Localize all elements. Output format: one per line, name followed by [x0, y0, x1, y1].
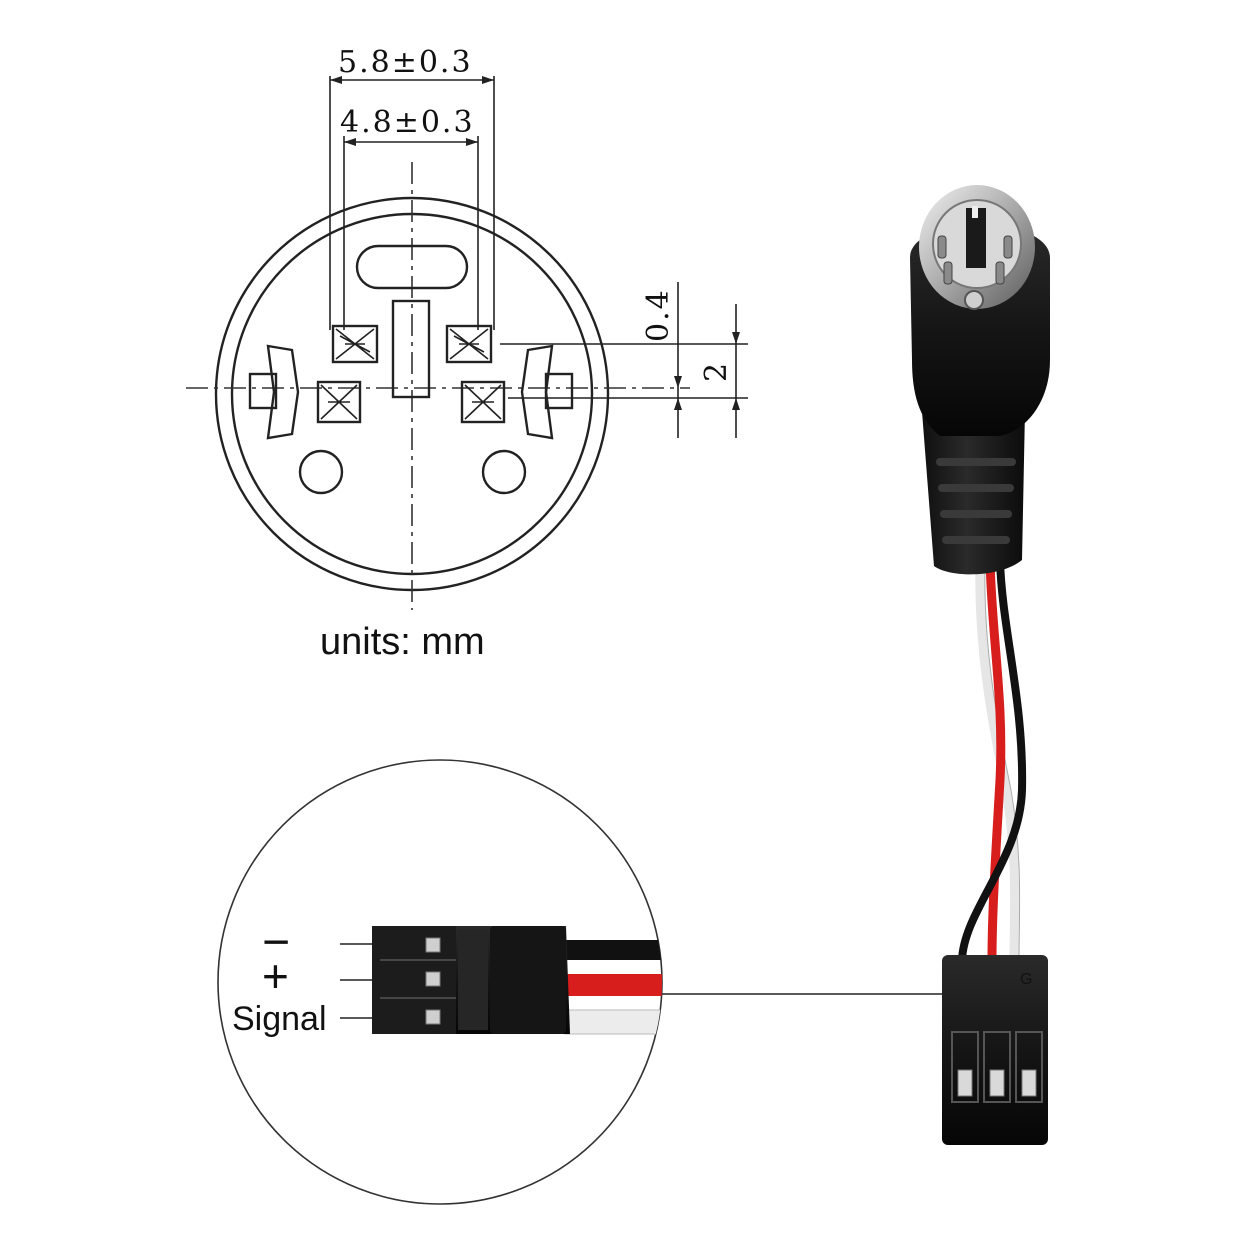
dim-pitch-label: 2	[699, 361, 734, 382]
pin-signal-label: Signal	[232, 1000, 327, 1038]
boot-ribs	[936, 458, 1016, 544]
center-key	[391, 299, 431, 399]
plug-key	[966, 208, 986, 268]
dupont-housing: G	[942, 955, 1048, 1145]
wire-white	[975, 559, 1020, 961]
pinout-drawing: 5.8±0.3 4.8±0.3 0.4 2 units: mm	[186, 45, 748, 663]
dim-outer-label: 5.8±0.3	[338, 45, 473, 80]
mount-hole-right	[481, 449, 527, 495]
zoom-wire-red	[560, 974, 662, 996]
key-slot	[355, 244, 469, 290]
svg-text:G: G	[1020, 971, 1032, 988]
wire-red	[985, 559, 1006, 961]
cable-assembly: G	[662, 185, 1050, 1145]
wire-black	[958, 559, 1027, 961]
dupont-contacts	[957, 1069, 1037, 1097]
pin-top-right	[445, 324, 493, 364]
dupont-cells	[951, 1031, 1043, 1103]
dim-offset-label: 0.4	[641, 288, 676, 342]
zoom-contacts	[425, 937, 441, 1025]
pin-bottom-left	[316, 380, 362, 424]
units-label: units: mm	[320, 621, 485, 663]
plug-pins	[937, 235, 1013, 285]
pin-minus-label: −	[262, 916, 290, 969]
wire-white-outline	[984, 559, 1021, 961]
pin-top-left	[331, 324, 379, 364]
dimension-outer-width: 5.8±0.3	[329, 45, 495, 330]
mount-hole-left	[298, 449, 344, 495]
left-latch	[248, 344, 300, 440]
dimension-vertical: 0.4 2	[500, 282, 748, 438]
dim-inner-label: 4.8±0.3	[340, 105, 475, 140]
dimension-inner-width: 4.8±0.3	[340, 105, 479, 330]
zoom-wire-white	[559, 1009, 662, 1035]
pin-plus-label: +	[262, 950, 289, 1002]
zoom-wire-black	[560, 940, 662, 960]
pin-bottom-right	[460, 380, 506, 424]
zoom-detail: − + Signal	[217, 759, 663, 1205]
right-latch	[520, 344, 574, 440]
